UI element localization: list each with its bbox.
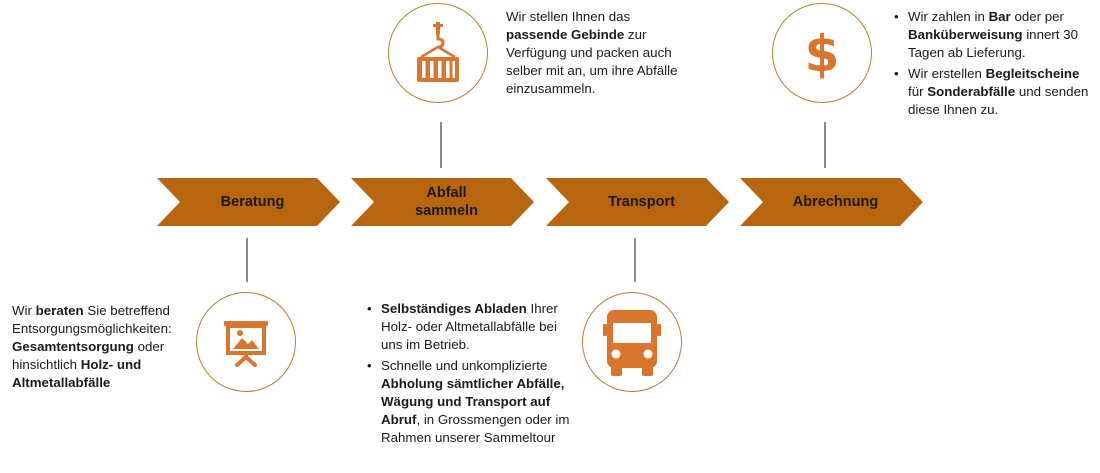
bullet-item: Schnelle und unkomplizierte Abholung säm…	[365, 357, 570, 447]
description-abfall-sammeln: Wir stellen Ihnen das passende Gebinde z…	[506, 8, 686, 98]
text-run: Selbständiges Abladen	[381, 301, 527, 316]
truck-icon	[603, 310, 661, 376]
step-label-beratung: Beratung	[213, 193, 285, 211]
step-label-line: sammeln	[415, 203, 478, 219]
text-run: Abholung sämtlicher Abfälle, Wägung und …	[381, 376, 565, 427]
icon-circle-abfall-sammeln	[388, 3, 488, 103]
step-label-transport: Transport	[600, 193, 675, 211]
description-abrechnung-list: Wir zahlen in Bar oder per Banküberweisu…	[892, 8, 1092, 119]
text-run: für	[908, 84, 928, 99]
container-crane-icon	[417, 22, 459, 82]
dollar-symbol: $	[805, 25, 840, 83]
icon-circle-beratung	[196, 292, 296, 392]
step-label-abfall-sammeln: Abfall sammeln	[407, 184, 478, 220]
bullet-item: Selbständiges Abladen Ihrer Holz- oder A…	[365, 300, 570, 354]
text-run: oder per	[1010, 9, 1064, 24]
text-run: innert 30 Tagen ab Lieferung.	[908, 27, 1078, 60]
step-chevron-abrechnung: Abrechnung	[740, 178, 923, 226]
description-transport-list: Selbständiges Abladen Ihrer Holz- oder A…	[365, 300, 570, 447]
dollar-icon: $	[805, 25, 840, 83]
text-run: Wir stellen Ihnen das	[506, 9, 631, 24]
step-label-line: Abfall	[426, 185, 467, 201]
step-label-line: Beratung	[220, 194, 285, 210]
text-run: Wir	[12, 303, 36, 318]
connector-line-abrechnung	[824, 122, 826, 168]
connector-line-transport	[634, 238, 636, 282]
bullet-item: Wir zahlen in Bar oder per Banküberweisu…	[892, 8, 1092, 62]
text-run: Wir zahlen in	[908, 9, 989, 24]
description-beratung: Wir beraten Sie betreffend Entsorgungsmö…	[12, 302, 184, 392]
bullet-item: Wir erstellen Begleitscheine für Sondera…	[892, 65, 1092, 119]
description-abfall-sammeln-text: Wir stellen Ihnen das passende Gebinde z…	[506, 8, 686, 98]
step-label-line: Transport	[608, 194, 675, 210]
text-run: , in Grossmengen oder im Rahmen unserer …	[381, 412, 570, 445]
text-run: Sie betreffend Entsorgungsmöglichkeiten:	[12, 303, 172, 336]
icon-circle-abrechnung: $	[772, 3, 872, 103]
text-run: oder hinsichtlich	[12, 339, 165, 372]
text-run: Wir erstellen	[908, 66, 986, 81]
text-run: beraten	[35, 303, 84, 318]
step-chevron-abfall-sammeln: Abfall sammeln	[351, 178, 534, 226]
text-run: Holz- und Altmetallabfälle	[12, 357, 142, 390]
text-run: Bar	[988, 9, 1011, 24]
step-label-line: Abrechnung	[792, 194, 879, 210]
text-run: Banküberweisung	[908, 27, 1023, 42]
text-run: zur Verfügung und packen auch selber mit…	[506, 27, 678, 96]
connector-line-abfall-sammeln	[440, 122, 442, 168]
description-transport: Selbständiges Abladen Ihrer Holz- oder A…	[365, 300, 570, 447]
text-run: und senden diese Ihnen zu.	[908, 84, 1089, 117]
presentation-icon	[224, 321, 268, 367]
step-label-abrechnung: Abrechnung	[785, 193, 878, 211]
step-chevron-beratung: Beratung	[157, 178, 340, 226]
text-run: Sonderabfälle	[927, 84, 1016, 99]
description-abrechnung: Wir zahlen in Bar oder per Banküberweisu…	[892, 8, 1092, 119]
text-run: passende Gebinde	[506, 27, 625, 42]
text-run: Schnelle und unkomplizierte	[381, 358, 548, 373]
text-run: Ihrer Holz- oder Altmetallabfälle bei un…	[381, 301, 558, 352]
text-run: Gesamtentsorgung	[12, 339, 134, 354]
step-chevron-transport: Transport	[546, 178, 729, 226]
description-beratung-text: Wir beraten Sie betreffend Entsorgungsmö…	[12, 302, 184, 392]
connector-line-beratung	[246, 238, 248, 282]
icon-circle-transport	[582, 292, 682, 392]
text-run: Begleitscheine	[985, 66, 1080, 81]
